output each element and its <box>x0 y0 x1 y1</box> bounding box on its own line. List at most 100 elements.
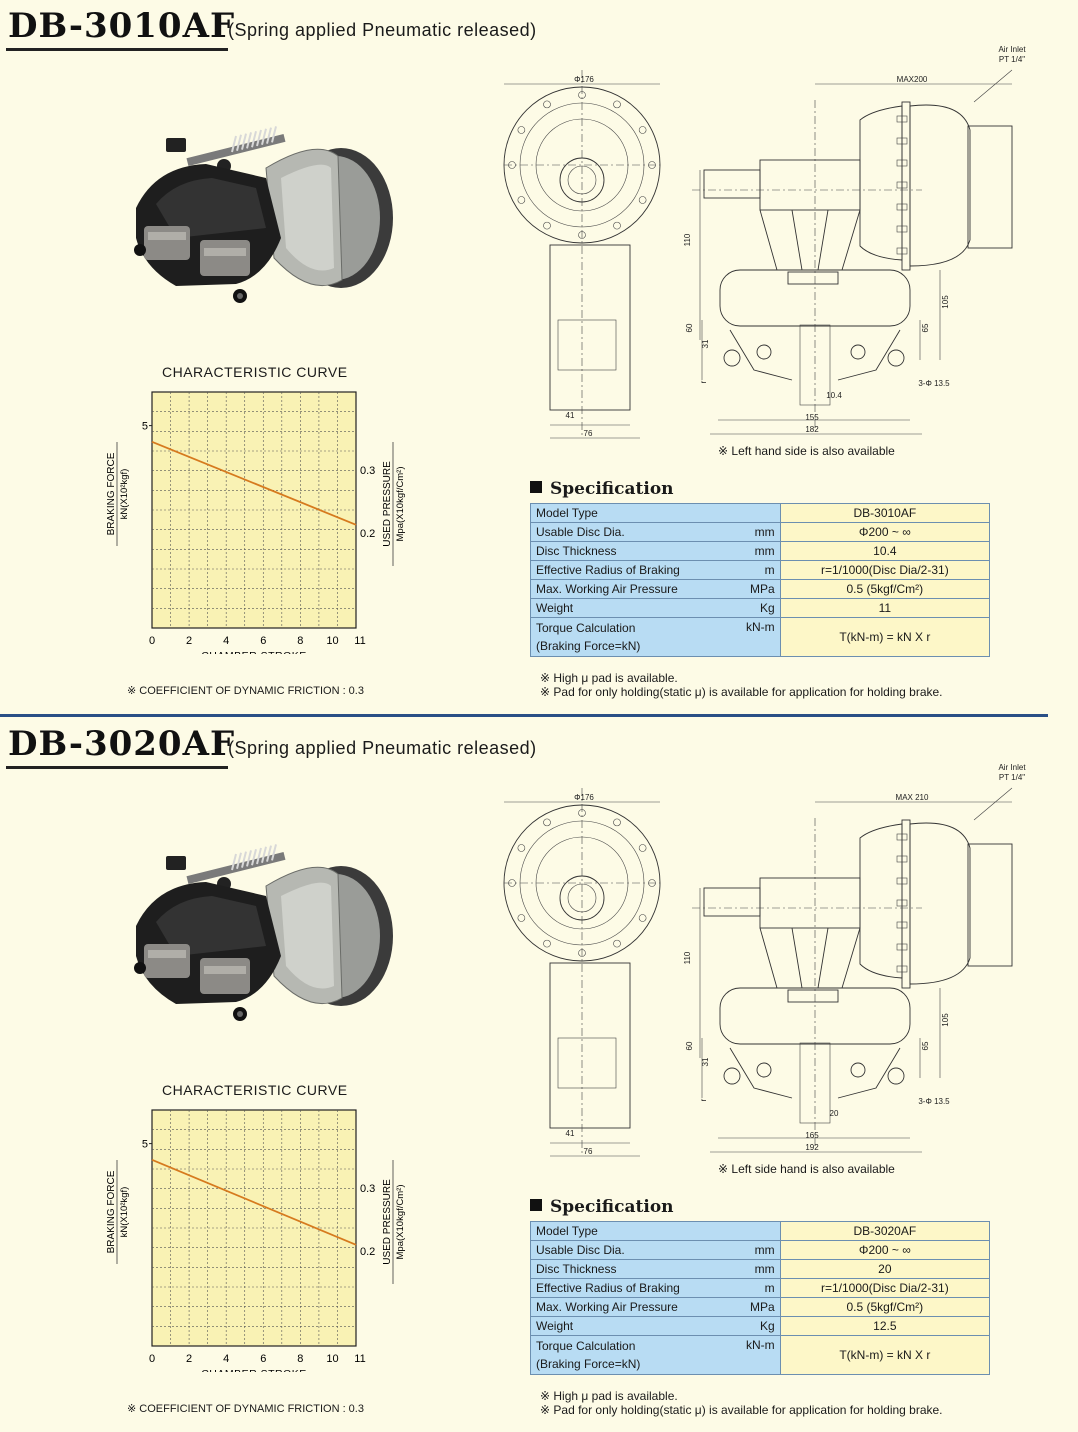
spec-label: Disc Thickness <box>530 1259 741 1279</box>
torque-label-line1: Torque Calculation <box>536 1339 636 1353</box>
x-axis-label: CHAMBER STROKE <box>201 650 307 654</box>
spec-unit <box>741 503 781 523</box>
dimension-label: 192 <box>805 1143 819 1152</box>
spec-label: Model Type <box>530 1221 741 1241</box>
y2-tick-label: 0.2 <box>360 1246 375 1258</box>
dimension-label: 76 <box>584 429 593 438</box>
title-underline <box>6 766 228 769</box>
x-tick-label: 0 <box>149 635 155 647</box>
x-axis-label: CHAMBER STROKE <box>201 1368 307 1372</box>
spec-note: ※ High μ pad is available. <box>540 671 678 685</box>
spec-notes: ※ High μ pad is available.※ Pad for only… <box>540 1389 943 1417</box>
spec-unit: m <box>741 1278 781 1298</box>
x-tick-label: 4 <box>223 1353 229 1365</box>
dimension-label: PT 1/4" <box>999 55 1025 64</box>
spec-value: r=1/1000(Disc Dia/2-31) <box>779 560 991 580</box>
spec-heading: Specification <box>530 479 674 499</box>
spec-unit-torque: kN-m <box>741 617 781 657</box>
y2-tick-label: 0.2 <box>360 528 375 540</box>
x-tick-label: 8 <box>297 635 303 647</box>
spec-value: 11 <box>779 598 991 618</box>
spec-note: ※ Pad for only holding(static μ) is avai… <box>540 1403 943 1417</box>
product-section-1: DB-3010AF(Spring applied Pneumatic relea… <box>0 0 1078 717</box>
drawing-note: ※ Left hand side is also available <box>718 444 895 458</box>
dimension-label: MAX200 <box>897 75 928 84</box>
dimension-label: 31 <box>701 339 710 348</box>
dimension-label: 20 <box>830 1109 839 1118</box>
spec-unit <box>741 1221 781 1241</box>
y2-axis-unit: Mpa(X10kgf/Cm²) <box>395 467 406 542</box>
dimension-label: PT 1/4" <box>999 773 1025 782</box>
dimension-label: 10.4 <box>826 391 842 400</box>
braking-force-curve <box>151 1158 357 1246</box>
spec-value: 0.5 (5kgf/Cm²) <box>779 579 991 599</box>
spec-label: Max. Working Air Pressure <box>530 579 741 599</box>
spec-unit: mm <box>741 522 781 542</box>
dimension-label: Air Inlet <box>998 45 1026 54</box>
model-subtitle: (Spring applied Pneumatic released) <box>228 738 537 758</box>
dimension-label: 41 <box>566 1129 575 1138</box>
y-axis-unit: kN(X10²kgf) <box>119 469 130 520</box>
spec-note: ※ High μ pad is available. <box>540 1389 678 1403</box>
spec-value: DB-3020AF <box>779 1221 991 1241</box>
y2-axis-unit: Mpa(X10kgf/Cm²) <box>395 1185 406 1260</box>
square-bullet-icon <box>530 1199 542 1211</box>
spec-label: Weight <box>530 598 741 618</box>
x-tick-label: 11 <box>354 635 365 647</box>
drawing-note: ※ Left side hand is also available <box>718 1162 895 1176</box>
spec-label-torque: Torque Calculation (Braking Force=kN) <box>530 617 741 657</box>
product-section-2: DB-3020AF(Spring applied Pneumatic relea… <box>0 718 1078 1432</box>
spec-unit: Kg <box>741 598 781 618</box>
spec-value: 10.4 <box>779 541 991 561</box>
spec-label: Usable Disc Dia. <box>530 522 741 542</box>
spec-heading-text: Specification <box>550 479 674 499</box>
dimension-label: 31 <box>701 1057 710 1066</box>
dimension-label: 76 <box>584 1147 593 1156</box>
grid <box>152 392 356 628</box>
x-tick-label: 2 <box>186 1353 192 1365</box>
dimension-label: 41 <box>566 411 575 420</box>
model-subtitle: (Spring applied Pneumatic released) <box>228 20 537 40</box>
product-photo <box>116 108 416 328</box>
spec-row-torque: Torque Calculation (Braking Force=kN) kN-m… <box>530 617 991 657</box>
spec-label: Weight <box>530 1316 741 1336</box>
dimension-label: MAX 210 <box>896 793 929 802</box>
model-name: DB-3020AF <box>8 724 236 764</box>
spec-heading-text: Specification <box>550 1197 674 1217</box>
friction-footnote: ※ COEFFICIENT OF DYNAMIC FRICTION : 0.3 <box>127 685 364 697</box>
spec-unit-torque: kN-m <box>741 1335 781 1375</box>
spec-label-torque: Torque Calculation(Braking Force=kN) <box>530 1335 741 1375</box>
curve-title: CHARACTERISTIC CURVE <box>162 1082 348 1098</box>
dimension-label: 65 <box>921 1041 930 1050</box>
spec-label: Effective Radius of Braking <box>530 1278 741 1298</box>
spec-unit: mm <box>741 1240 781 1260</box>
dimension-label: Φ176 <box>574 75 594 84</box>
x-tick-label: 10 <box>326 635 338 647</box>
spec-value: Φ200 ~ ∞ <box>779 522 991 542</box>
spec-value: r=1/1000(Disc Dia/2-31) <box>779 1278 991 1298</box>
spec-label: Effective Radius of Braking <box>530 560 741 580</box>
spec-value-torque: T(kN-m) = kN X r <box>779 617 991 657</box>
dimension-label: 165 <box>805 1131 819 1140</box>
torque-label-line1: Torque Calculation <box>536 621 636 635</box>
x-tick-label: 8 <box>297 1353 303 1365</box>
torque-label-line2: (Braking Force=kN) <box>536 639 641 653</box>
title-underline <box>6 48 228 51</box>
spec-value: 12.5 <box>779 1316 991 1336</box>
dimension-label: r <box>699 380 708 383</box>
section-divider <box>0 714 1048 717</box>
characteristic-curve-chart: 50.30.2024681011CHAMBER STROKE(mm)BRAKIN… <box>106 1109 406 1372</box>
model-name: DB-3010AF <box>8 6 236 46</box>
dimension-label: 65 <box>921 323 930 332</box>
